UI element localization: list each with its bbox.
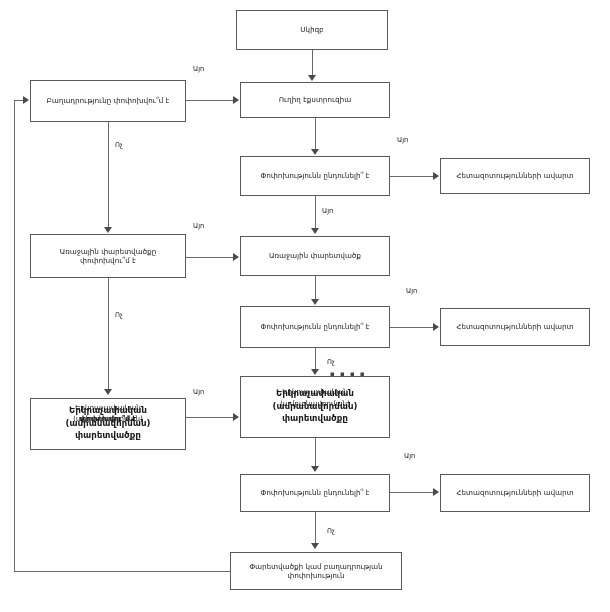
edge-label-yes-acceptable1: Այո xyxy=(397,136,409,144)
edge-front-profile-to-acceptable2 xyxy=(315,276,316,300)
edge-feedback-left xyxy=(14,100,15,571)
node-start-label: Սկիզբ xyxy=(300,25,324,35)
edge-acceptable2-to-end2 xyxy=(390,327,434,328)
node-end-research-1-label: Հետազոտությունների ավարտ xyxy=(456,171,574,181)
node-change-acceptable-1-label: Փոփոխությունն ընդունելի՞ է xyxy=(260,171,370,181)
edge-label-yes-geometric-decision: Այո xyxy=(193,388,205,396)
node-geometric-change-decision-overlay-2: (ամրանավորման) xyxy=(73,414,143,424)
node-change-acceptable-2-label: Փոփոխությունն ընդունելի՞ է xyxy=(260,322,370,332)
node-end-research-2-label: Հետազոտությունների ավարտ xyxy=(456,322,574,332)
node-geometric-change-decision-overlay-1: Երկրաչափական xyxy=(75,403,141,413)
edge-front-profile-change-to-front-profile xyxy=(186,257,234,258)
arrowhead-end1-left xyxy=(433,172,439,180)
arrowhead-front-profile-left xyxy=(233,253,239,261)
edge-geometric-profile-to-acceptable3 xyxy=(315,438,316,466)
arrowhead-extrusion-left xyxy=(233,96,239,104)
node-geometric-change-decision: Երկրաչափական (ամրանավորման) փոփոխվու՞մ է… xyxy=(30,398,186,450)
edge-label-no-composition: Ոչ xyxy=(115,141,123,149)
node-geometric-profile-base-1: Երկրաչափական xyxy=(276,389,354,400)
edge-composition-no-down xyxy=(108,122,109,228)
edge-geometric-decision-to-profile xyxy=(186,417,234,418)
arrowhead-bottom-box-top xyxy=(311,543,319,549)
node-start: Սկիզբ xyxy=(236,10,388,50)
node-front-profile-change-line2: փոփոխվու՞մ է xyxy=(80,256,136,265)
edge-label-no-acceptable1: Այո xyxy=(322,207,334,215)
node-front-profile: Առաջային փարետվածք xyxy=(240,236,390,276)
node-geometric-profile-base-2: (ամրանավորման) xyxy=(272,401,358,412)
node-front-profile-label: Առաջային փարետվածք xyxy=(269,251,361,261)
node-composition-change-label: Բաղադրությունը փոփոխվու՞մ է xyxy=(46,96,170,106)
node-geometric-change-decision-stack: Երկրաչափական (ամրանավորման) փոփոխվու՞մ է… xyxy=(36,403,180,442)
edge-acceptable1-to-end1 xyxy=(390,176,434,177)
node-geometric-profile-overlay-1: Երկրաչափական xyxy=(282,387,348,397)
arrowhead-geometric-profile-left xyxy=(233,413,239,421)
node-composition-change: Բաղադրությունը փոփոխվու՞մ է xyxy=(30,80,186,122)
node-change-acceptable-2: Փոփոխությունն ընդունելի՞ է xyxy=(240,306,390,348)
node-geometric-change-decision-base-2: (ամրանավորման) xyxy=(65,418,151,429)
edge-start-to-direct-extrusion xyxy=(312,50,313,76)
edge-label-yes-acceptable2: Այո xyxy=(406,287,418,295)
node-geometric-change-decision-overlay-3: փոփոխվու՞մ է xyxy=(79,414,137,424)
edge-acceptable3-to-end3 xyxy=(390,492,434,493)
node-direct-extrusion: Ուղիղ էքստրուզիա xyxy=(240,82,390,118)
arrowhead-geometric-decision-top xyxy=(104,389,112,395)
node-change-acceptable-1: Փոփոխությունն ընդունելի՞ է xyxy=(240,156,390,196)
node-change-acceptable-3-label: Փոփոխությունն ընդունելի՞ է xyxy=(260,488,370,498)
node-end-research-2: Հետազոտությունների ավարտ xyxy=(440,308,590,346)
edge-front-profile-change-no-down xyxy=(108,278,109,390)
edge-label-no-acceptable3: Ոչ xyxy=(327,527,335,535)
node-geometric-profile-stack: Երկրաչափական (ամրանավորման) Երկրաչափական… xyxy=(246,387,384,425)
arrowhead-front-profile-change-top xyxy=(104,227,112,233)
edge-feedback-bottom xyxy=(14,571,231,572)
node-front-profile-change-line1: Առաջային փարետվածքը xyxy=(59,246,157,256)
arrowhead-acceptable1-top xyxy=(311,149,319,155)
edge-label-no-acceptable2: Ոչ xyxy=(327,358,335,366)
node-direct-extrusion-label: Ուղիղ էքստրուզիա xyxy=(278,95,352,105)
node-geometric-change-decision-base-1: Երկրաչափական xyxy=(69,406,147,417)
arrowhead-geometric-profile-top xyxy=(311,369,319,375)
node-geometric-profile-base-3: փարետվածքը xyxy=(282,414,348,425)
node-geometric-change-decision-base-3: փարետվածքը xyxy=(75,431,141,442)
edge-acceptable2-no-down xyxy=(315,348,316,370)
node-change-acceptable-3: Փոփոխությունն ընդունելի՞ է xyxy=(240,474,390,512)
edge-extrusion-to-acceptable1 xyxy=(315,118,316,150)
edge-label-no-front-profile-change: Ոչ xyxy=(115,311,123,319)
edge-composition-to-extrusion xyxy=(186,100,234,101)
edge-label-yes-front-profile-change: Այո xyxy=(193,222,205,230)
edge-feedback-top xyxy=(14,100,24,101)
node-front-profile-change: Առաջային փարետվածքը փոփոխվու՞մ է xyxy=(30,234,186,278)
arrowhead-acceptable3-top xyxy=(311,466,319,472)
node-geometric-profile: Երկրաչափական (ամրանավորման) Երկրաչափական… xyxy=(240,376,390,438)
node-profile-or-composition-change-line2: փոփոխություն xyxy=(287,571,345,580)
annotation-dots: ▪ ▪ ▪ ▪ xyxy=(330,370,367,378)
edge-acceptable1-no-down xyxy=(315,196,316,228)
arrowhead-end2-left xyxy=(433,323,439,331)
node-profile-or-composition-change: Փարետվածքի կամ բաղադրության փոփոխություն xyxy=(230,552,402,590)
node-end-research-3: Հետազոտությունների ավարտ xyxy=(440,474,590,512)
edge-acceptable3-no-down xyxy=(315,512,316,544)
edge-label-yes-acceptable3: Այո xyxy=(404,452,416,460)
arrowhead-direct-extrusion-top xyxy=(308,75,316,81)
arrowhead-composition-change-left xyxy=(23,96,29,104)
node-geometric-profile-overlay-2: (ամրանավորման) xyxy=(280,399,350,409)
arrowhead-front-profile-top xyxy=(311,228,319,234)
node-profile-or-composition-change-line1: Փարետվածքի կամ բաղադրության xyxy=(249,561,383,571)
node-end-research-3-label: Հետազոտությունների ավարտ xyxy=(456,488,574,498)
arrowhead-end3-left xyxy=(433,488,439,496)
arrowhead-acceptable2-top xyxy=(311,299,319,305)
edge-label-yes-composition: Այո xyxy=(193,65,205,73)
node-end-research-1: Հետազոտությունների ավարտ xyxy=(440,158,590,194)
